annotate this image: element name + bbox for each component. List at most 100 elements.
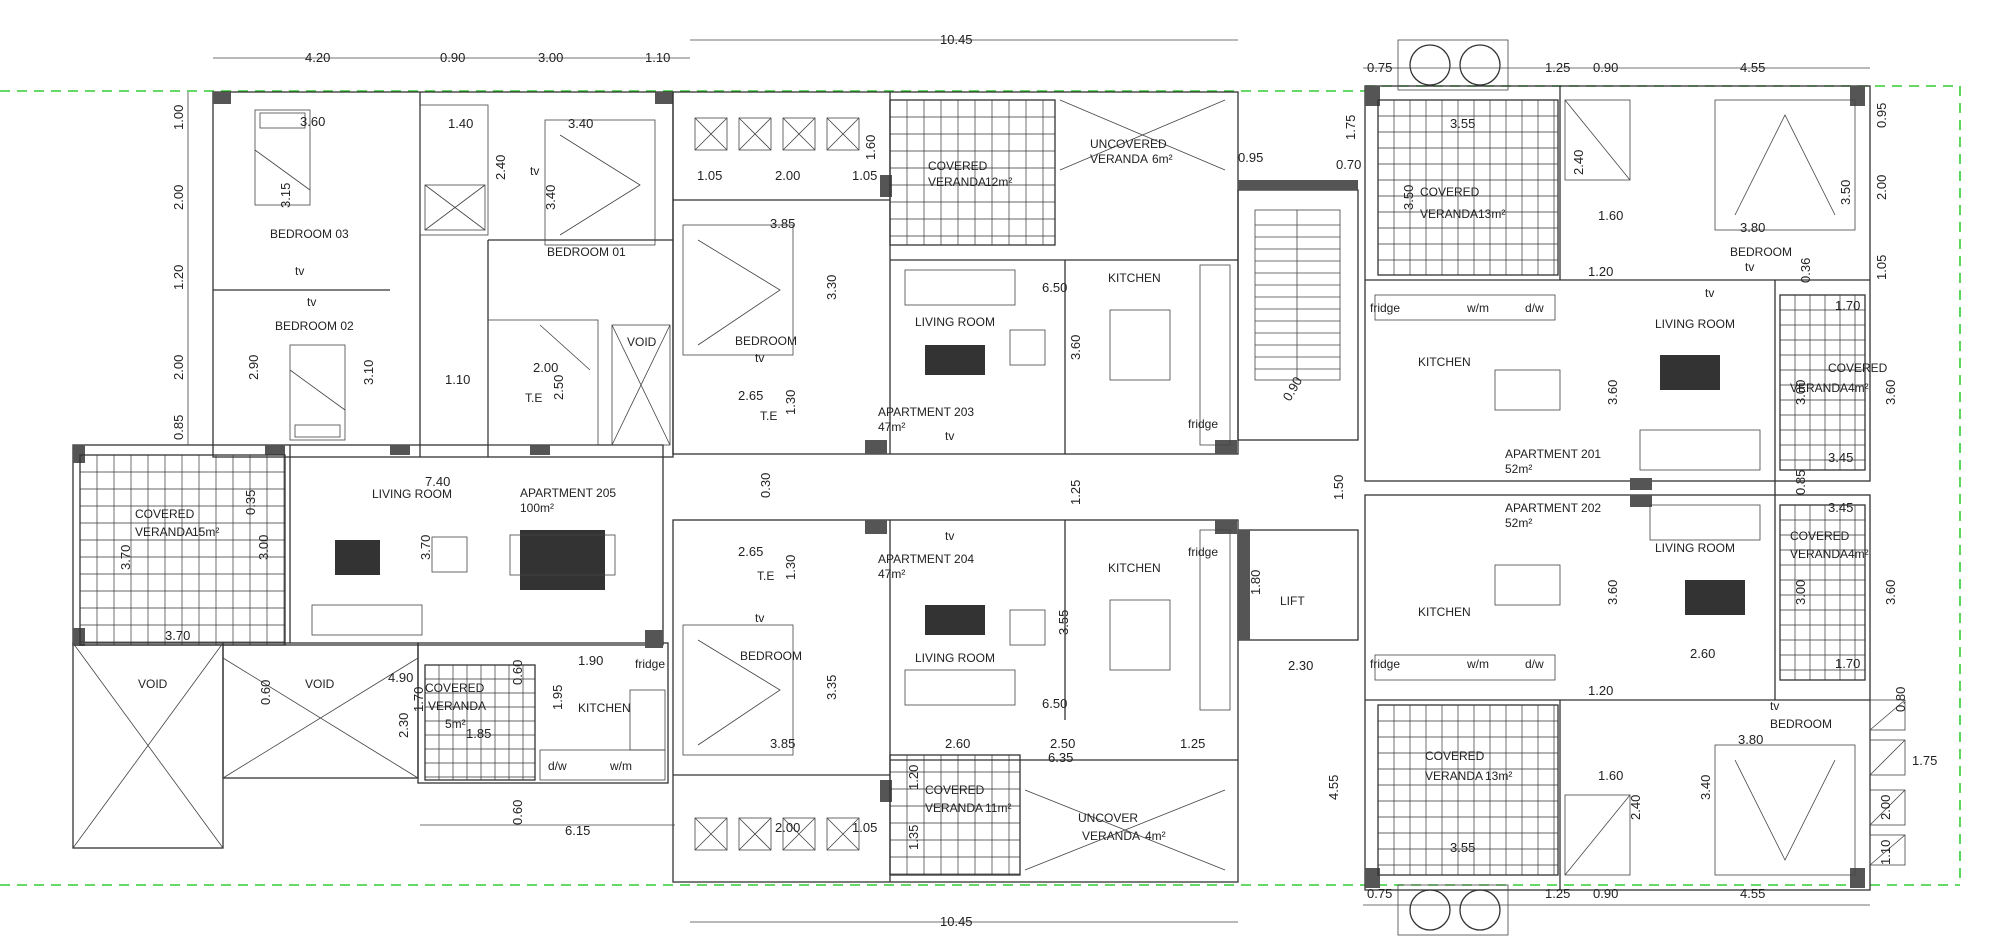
covered-veranda-small-area: 5m² xyxy=(445,717,466,731)
apartment-202-label: APARTMENT 202 xyxy=(1505,501,1601,515)
uncovered-veranda-203-label: UNCOVERED xyxy=(1090,137,1167,151)
dim-cvs-230: 2.30 xyxy=(396,713,411,738)
living-room-204-label: LIVING ROOM xyxy=(915,651,995,665)
dim-lift-180: 1.80 xyxy=(1248,570,1263,595)
te-205: T.E xyxy=(525,391,542,405)
dim-cv205-370w: 3.70 xyxy=(165,628,190,643)
covered-veranda-small-label: COVERED xyxy=(425,681,485,695)
covered-veranda-small-grid xyxy=(424,664,536,781)
kitchen-203-label: KITCHEN xyxy=(1108,271,1161,285)
dim-bottom-1045: 10.45 xyxy=(940,914,973,929)
kitchen-204-label: KITCHEN xyxy=(1108,561,1161,575)
living-203-furniture xyxy=(904,264,1231,446)
apartment-205-label: APARTMENT 205 xyxy=(520,486,616,500)
wm-205: w/m xyxy=(609,759,632,773)
covered-veranda-203-label: COVERED xyxy=(928,159,988,173)
apartment-201-label: APARTMENT 201 xyxy=(1505,447,1601,461)
dim-ver-175: 1.75 xyxy=(1343,115,1358,140)
tv-label-b201: tv xyxy=(1745,260,1754,274)
bedroom-204-bed xyxy=(682,624,794,756)
void-mid-label: VOID xyxy=(305,677,335,691)
dim-b201-120: 1.20 xyxy=(1588,264,1613,279)
dim-cvs-185: 1.85 xyxy=(466,726,491,741)
dim-corr-030: 0.30 xyxy=(758,473,773,498)
dim-bath201-240: 2.40 xyxy=(1571,150,1586,175)
bed-bedroom-02 xyxy=(289,344,346,441)
dim-ver201-350: 3.50 xyxy=(1401,185,1416,210)
bedroom-201-label: BEDROOM xyxy=(1730,245,1792,259)
tv-label-l204: tv xyxy=(945,529,954,543)
property-boundary xyxy=(0,85,1961,886)
bedroom-202-label: BEDROOM xyxy=(1770,717,1832,731)
apartment-201-area: 52m² xyxy=(1505,462,1532,476)
dim-b204-335: 3.35 xyxy=(824,675,839,700)
dim-b202-240: 2.40 xyxy=(1628,795,1643,820)
covered-veranda-201-side-label: COVERED xyxy=(1828,361,1888,375)
dim-b201-105: 1.05 xyxy=(1874,255,1889,280)
dim-left-120: 1.20 xyxy=(171,265,186,290)
covered-veranda-205-label-b: VERANDA xyxy=(135,525,193,539)
dim-corr-125: 1.25 xyxy=(1068,480,1083,505)
dim-b203-330: 3.30 xyxy=(824,275,839,300)
fridge-204: fridge xyxy=(1188,545,1218,559)
wm-202: w/m xyxy=(1466,657,1489,671)
living-204-furniture xyxy=(904,529,1231,711)
dim-b201-170: 1.70 xyxy=(1835,298,1860,313)
dim-r-090: 0.90 xyxy=(1593,60,1618,75)
dim-b201-036: 0.36 xyxy=(1798,258,1813,283)
dim-l205-370: 3.70 xyxy=(418,535,433,560)
bathroom-205 xyxy=(419,104,599,446)
void-left-label: VOID xyxy=(138,677,168,691)
dim-cv202s-345: 3.45 xyxy=(1828,500,1853,515)
tv-label-b02: tv xyxy=(307,295,316,309)
covered-veranda-202-area: 13m² xyxy=(1485,769,1512,783)
dim-cv202s-300: 3.00 xyxy=(1793,580,1808,605)
covered-veranda-202-label-b: VERANDA xyxy=(1425,769,1483,783)
dim-top-1045: 10.45 xyxy=(940,32,973,47)
uncover-veranda-204-label: UNCOVER xyxy=(1078,811,1138,825)
uncovered-veranda-203-area: 6m² xyxy=(1152,152,1173,166)
dim-bath2-200: 2.00 xyxy=(533,360,558,375)
apartment-202-area: 52m² xyxy=(1505,516,1532,530)
covered-veranda-204-label: COVERED xyxy=(925,783,985,797)
void-boxes-204 xyxy=(694,817,860,851)
bedroom-201-bed xyxy=(1714,99,1856,231)
covered-veranda-201-label: COVERED xyxy=(1420,185,1480,199)
dim-cv202-355: 3.55 xyxy=(1450,840,1475,855)
tv-label-b203: tv xyxy=(755,351,764,365)
living-room-202-label: LIVING ROOM xyxy=(1655,541,1735,555)
covered-veranda-201-grid xyxy=(1377,99,1559,276)
dim-cv204-200: 2.00 xyxy=(775,820,800,835)
dim-corr-740: 7.40 xyxy=(425,474,450,489)
dim-bath204-265: 2.65 xyxy=(738,544,763,559)
dim-void-200: 2.00 xyxy=(775,168,800,183)
tv-label-b204: tv xyxy=(755,611,764,625)
bedroom-203-label: BEDROOM xyxy=(735,334,797,348)
covered-veranda-small-label-b: VERANDA xyxy=(428,699,486,713)
dim-k205-190: 1.90 xyxy=(578,653,603,668)
right-void-boxes xyxy=(1869,699,1906,866)
covered-veranda-202-label: COVERED xyxy=(1425,749,1485,763)
apartment-204-label: APARTMENT 204 xyxy=(878,552,974,566)
dim-left-200b: 2.00 xyxy=(171,355,186,380)
dim-cv202-455: 4.55 xyxy=(1326,775,1341,800)
covered-veranda-201-area: 13m² xyxy=(1478,207,1505,221)
dim-d-095: 0.95 xyxy=(1238,150,1263,165)
apartment-203-area: 47m² xyxy=(878,420,905,434)
dw-205: d/w xyxy=(548,759,567,773)
dim-cv201-345: 3.45 xyxy=(1828,450,1853,465)
uncover-veranda-204-area: 4m² xyxy=(1145,829,1166,843)
dim-cv204-135: 1.35 xyxy=(906,825,921,850)
bedroom-02-label: BEDROOM 02 xyxy=(275,319,354,333)
dim-left-200a: 2.00 xyxy=(171,185,186,210)
covered-veranda-203-label-b: VERANDA xyxy=(928,175,986,189)
dim-void-490: 4.90 xyxy=(388,670,413,685)
dim-k205-080: 0.60 xyxy=(510,660,525,685)
dim-b201-350: 3.50 xyxy=(1838,180,1853,205)
dim-b01-340w: 3.40 xyxy=(568,116,593,131)
dim-r-455: 4.55 xyxy=(1740,60,1765,75)
dim-r-075: 0.75 xyxy=(1367,60,1392,75)
dim-b201-380: 3.80 xyxy=(1740,220,1765,235)
tv-label-l203: tv xyxy=(945,429,954,443)
